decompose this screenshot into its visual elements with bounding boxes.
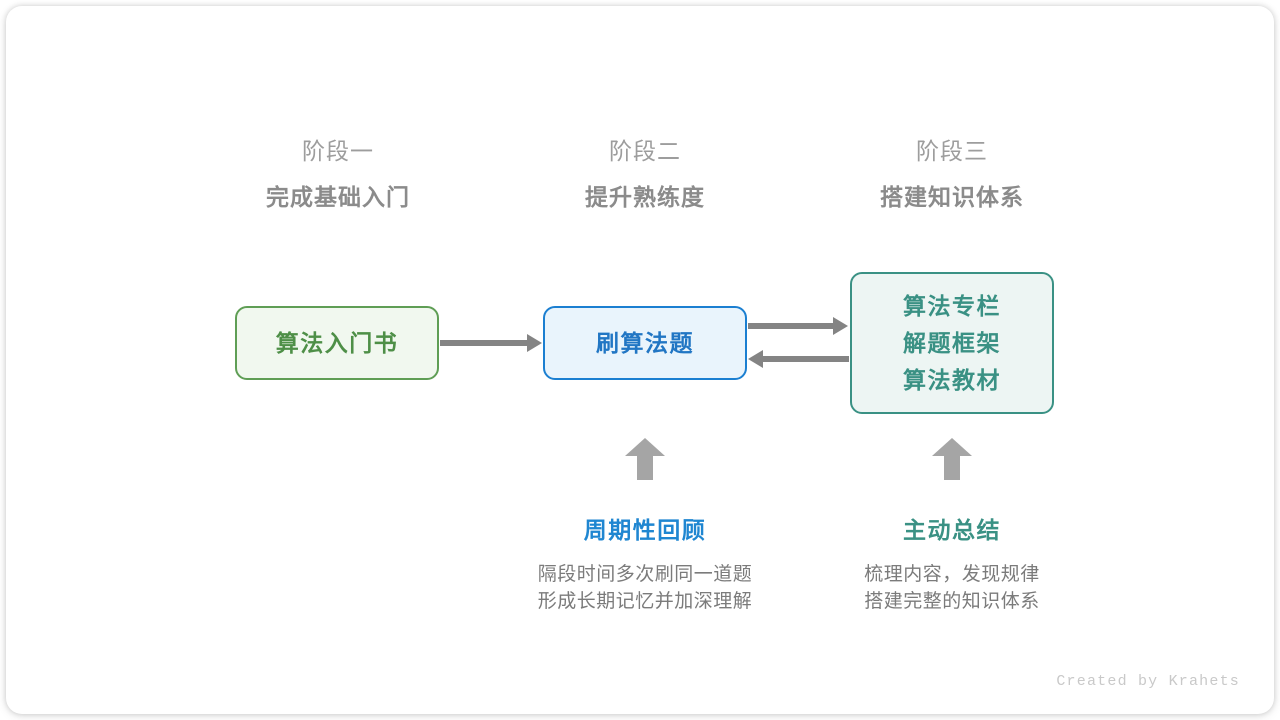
arrow-resources-to-practice-head-icon — [748, 350, 763, 368]
arrow-book-to-practice-shaft — [440, 340, 528, 346]
credit-text: Created by Krahets — [1056, 673, 1240, 690]
habit-description: 隔段时间多次刷同一道题 形成长期记忆并加深理解 — [475, 561, 815, 615]
node-label: 算法入门书 — [275, 329, 399, 356]
stage-header-2: 阶段二 提升熟练度 — [495, 136, 795, 212]
arrow-up-head — [625, 438, 665, 456]
stage-name: 阶段一 — [302, 138, 374, 164]
habit-title: 周期性回顾 — [583, 517, 707, 543]
stage-goal: 搭建知识体系 — [880, 184, 1024, 210]
habit-description-line-1: 梳理内容，发现规律 — [864, 564, 1040, 585]
arrow-practice-to-resources-head-icon — [833, 317, 848, 335]
arrow-practice-to-resources-shaft — [748, 323, 834, 329]
habit-active-summary: 主动总结 梳理内容，发现规律 搭建完整的知识体系 — [782, 515, 1122, 615]
node-learning-resources[interactable]: 算法专栏 解题框架 算法教材 — [850, 272, 1054, 414]
stage-header-1: 阶段一 完成基础入门 — [188, 136, 488, 212]
arrow-book-to-practice-head-icon — [527, 334, 542, 352]
node-algorithm-intro-book[interactable]: 算法入门书 — [235, 306, 439, 380]
node-label-2: 解题框架 — [903, 329, 1001, 356]
arrow-up-shaft — [637, 454, 653, 480]
arrow-up-head — [932, 438, 972, 456]
node-label-1: 算法专栏 — [903, 292, 1001, 319]
node-label-3: 算法教材 — [903, 366, 1001, 393]
habit-description-line-1: 隔段时间多次刷同一道题 — [537, 564, 753, 585]
node-practice-problems[interactable]: 刷算法题 — [543, 306, 747, 380]
arrow-up-shaft — [944, 454, 960, 480]
stage-header-3: 阶段三 搭建知识体系 — [802, 136, 1102, 212]
stage-name: 阶段三 — [916, 138, 988, 164]
habit-description-line-2: 搭建完整的知识体系 — [864, 591, 1040, 612]
arrow-resources-to-practice-shaft — [763, 356, 849, 362]
habit-description-line-2: 形成长期记忆并加深理解 — [537, 591, 753, 612]
arrow-up-summary-icon — [932, 438, 972, 480]
node-label: 刷算法题 — [596, 329, 694, 356]
habit-title: 主动总结 — [903, 517, 1001, 543]
habit-periodic-review: 周期性回顾 隔段时间多次刷同一道题 形成长期记忆并加深理解 — [475, 515, 815, 615]
arrow-up-review-icon — [625, 438, 665, 480]
stage-name: 阶段二 — [609, 138, 681, 164]
stage-goal: 完成基础入门 — [266, 184, 410, 210]
habit-description: 梳理内容，发现规律 搭建完整的知识体系 — [782, 561, 1122, 615]
diagram-canvas: 阶段一 完成基础入门 阶段二 提升熟练度 阶段三 搭建知识体系 算法入门书 刷算… — [6, 6, 1274, 714]
stage-goal: 提升熟练度 — [585, 184, 705, 210]
